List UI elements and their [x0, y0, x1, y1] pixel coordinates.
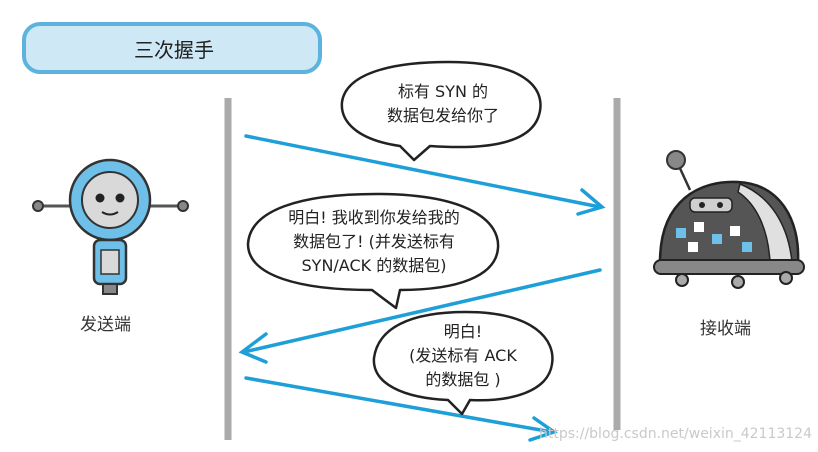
bubble-synack-line-1: 明白! 我收到你发给我的 [288, 208, 460, 227]
sender-robot-icon [32, 158, 189, 295]
bubble-ack-line-2: (发送标有 ACK [409, 346, 517, 365]
bubble-ack [372, 310, 554, 416]
bubble-synack [246, 192, 500, 310]
arrow-synack [238, 268, 602, 364]
bubble-ack-text: 明白! (发送标有 ACK 的数据包 ) [388, 320, 538, 392]
bubble-synack-line-3: SYN/ACK 的数据包) [301, 256, 447, 275]
bubble-syn-line-2: 数据包发给你了 [386, 106, 499, 125]
bubble-synack-line-2: 数据包了! (并发送标有 [293, 232, 455, 251]
bubble-syn-text: 标有 SYN 的 数据包发给你了 [368, 80, 518, 128]
arrow-ack [244, 376, 558, 442]
bubble-ack-line-1: 明白! [443, 322, 483, 341]
title-banner: 三次握手 [22, 22, 322, 74]
title-text: 三次握手 [134, 37, 214, 62]
watermark: https://blog.csdn.net/weixin_42113124 [538, 426, 812, 442]
receiver-robot-icon [653, 150, 805, 289]
bubble-syn-line-1: 标有 SYN 的 [397, 82, 489, 101]
bubble-syn [340, 60, 542, 162]
receiver-label: 接收端 [700, 319, 751, 339]
sender-label: 发送端 [80, 315, 131, 335]
bubble-synack-text: 明白! 我收到你发给我的 数据包了! (并发送标有 SYN/ACK 的数据包) [258, 206, 490, 278]
arrow-syn [244, 134, 606, 216]
bubble-ack-line-3: 的数据包 ) [425, 370, 501, 389]
